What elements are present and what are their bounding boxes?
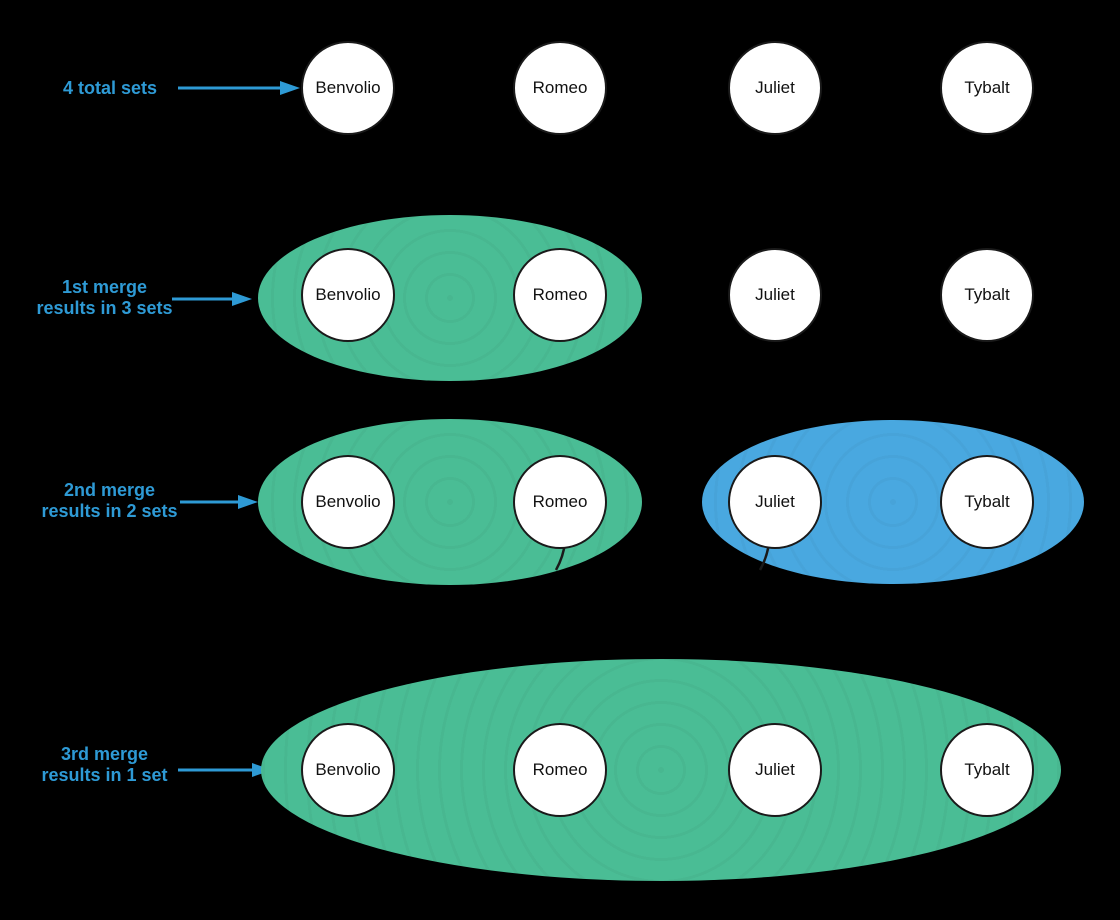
node-label: Romeo (532, 492, 588, 511)
node-label: Tybalt (964, 760, 1010, 779)
node-tybalt-row2: Tybalt (940, 248, 1034, 342)
node-romeo-row2: Romeo (513, 248, 607, 342)
caption-line: 1st merge (61, 277, 148, 297)
node-label: Romeo (532, 760, 588, 779)
node-label: Benvolio (315, 285, 381, 304)
node-label: Juliet (755, 78, 795, 97)
set-ellipse-all-four (261, 659, 1061, 881)
node-label: Juliet (755, 285, 795, 304)
node-juliet-row4: Juliet (728, 723, 822, 817)
arrow-shaft (178, 86, 282, 90)
caption-line: results in 3 sets (36, 298, 173, 318)
node-benvolio-row3: Benvolio (301, 455, 395, 549)
node-tybalt-row3: Tybalt (940, 455, 1034, 549)
arrow-shaft (172, 297, 234, 301)
node-benvolio-row4: Benvolio (301, 723, 395, 817)
arrow-row-3 (180, 495, 258, 509)
caption-row-1: 4 total sets (25, 78, 195, 99)
node-romeo-row3: Romeo (513, 455, 607, 549)
node-label: Benvolio (315, 492, 381, 511)
caption-line: results in 1 set (41, 765, 168, 785)
node-label: Benvolio (315, 760, 381, 779)
node-label: Juliet (755, 492, 795, 511)
node-romeo-row4: Romeo (513, 723, 607, 817)
arrow-row-1 (178, 81, 300, 95)
node-tybalt-row4: Tybalt (940, 723, 1034, 817)
arrow-head-icon (232, 292, 252, 306)
node-label: Tybalt (964, 285, 1010, 304)
node-juliet-row3: Juliet (728, 455, 822, 549)
caption-row-3: 2nd merge results in 2 sets (22, 480, 197, 522)
arrow-head-icon (238, 495, 258, 509)
node-romeo-row1: Romeo (513, 41, 607, 135)
arrow-row-4 (178, 763, 272, 777)
caption-row-4: 3rd merge results in 1 set (17, 744, 192, 786)
node-label: Romeo (532, 78, 588, 97)
caption-line: 3rd merge (60, 744, 149, 764)
arrow-shaft (180, 500, 240, 504)
node-label: Benvolio (315, 78, 381, 97)
arrow-row-2 (172, 292, 252, 306)
node-benvolio-row1: Benvolio (301, 41, 395, 135)
node-label: Tybalt (964, 78, 1010, 97)
caption-line: 2nd merge (63, 480, 156, 500)
caption-line: results in 2 sets (41, 501, 178, 521)
caption-line: 4 total sets (62, 78, 158, 98)
arrow-head-icon (280, 81, 300, 95)
node-juliet-row1: Juliet (728, 41, 822, 135)
node-benvolio-row2: Benvolio (301, 248, 395, 342)
node-label: Romeo (532, 285, 588, 304)
node-tybalt-row1: Tybalt (940, 41, 1034, 135)
node-label: Tybalt (964, 492, 1010, 511)
node-juliet-row2: Juliet (728, 248, 822, 342)
node-label: Juliet (755, 760, 795, 779)
caption-row-2: 1st merge results in 3 sets (17, 277, 192, 319)
arrow-shaft (178, 768, 254, 772)
